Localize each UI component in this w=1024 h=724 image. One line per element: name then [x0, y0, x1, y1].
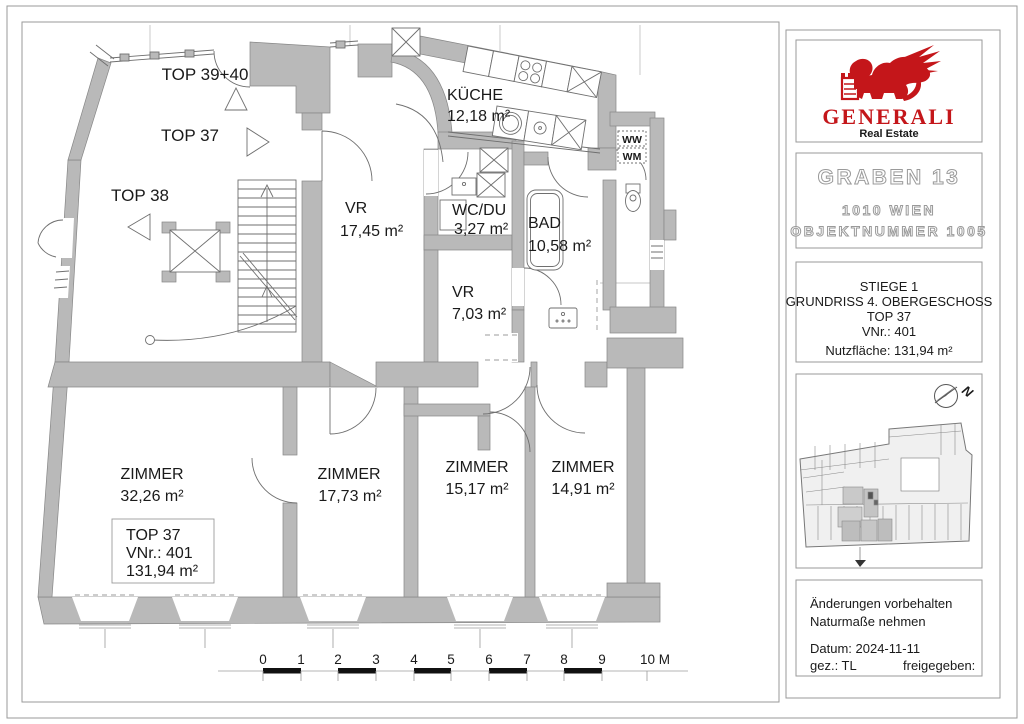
ww-wm-icons	[617, 130, 647, 164]
fixtures	[439, 45, 647, 329]
scale-5: 5	[447, 652, 455, 667]
room-name-vr1: VR	[345, 200, 367, 217]
room-name-vr2: VR	[452, 284, 474, 301]
note-drawn: gez.: TL	[810, 658, 857, 673]
label-top37: TOP 37	[161, 126, 219, 145]
room-area-bad: 10,58 m²	[528, 238, 592, 255]
room-name-zimmer2: ZIMMER	[317, 466, 380, 483]
room-name-bad: BAD	[528, 215, 561, 232]
address-line3: OBJEKTNUMMER 1005	[790, 223, 987, 239]
plan-linework	[37, 27, 663, 504]
plan-labels: TOP 39+40 TOP 37 TOP 38 KÜCHE 12,18 m² V…	[111, 65, 642, 584]
scale-0: 0	[259, 652, 267, 667]
info-vnr: VNr.: 401	[862, 324, 916, 339]
room-area-zimmer3: 15,17 m²	[445, 481, 509, 498]
generali-lion-icon	[840, 45, 941, 101]
sheet-frames	[6, 5, 1018, 719]
window-sills	[79, 624, 598, 648]
address-line1: GRABEN 13	[818, 166, 961, 189]
scale-4: 4	[410, 652, 418, 667]
scale-bar: 0 1 2 3 4 5 6 7 8 9 10 M	[218, 652, 688, 681]
room-area-zimmer2: 17,73 m²	[318, 488, 382, 505]
room-area-vr1: 17,45 m²	[340, 223, 404, 240]
scale-7: 7	[523, 652, 531, 667]
note-date: Datum: 2024-11-11	[810, 641, 920, 656]
sidebar: GENERALI Real Estate GRABEN 13 1010 WIEN…	[786, 39, 993, 677]
info-nutzflaeche: Nutzfläche: 131,94 m²	[825, 343, 953, 358]
info-grundriss: GRUNDRISS 4. OBERGESCHOSS	[786, 294, 993, 309]
scale-1: 1	[297, 652, 305, 667]
room-name-zimmer4: ZIMMER	[551, 459, 614, 476]
note-approved: freigegeben:	[903, 658, 975, 673]
room-name-kueche: KÜCHE	[447, 86, 503, 104]
bathtub-icon	[526, 189, 564, 271]
note-line1: Änderungen vorbehalten	[810, 596, 952, 611]
unit-box-area: 131,94 m²	[126, 563, 199, 580]
scale-2: 2	[334, 652, 342, 667]
address-line2: 1010 WIEN	[842, 202, 936, 218]
dashed-openings	[75, 280, 602, 596]
kitchen-sink-icon	[491, 105, 587, 151]
info-top: TOP 37	[867, 309, 911, 324]
label-ww: WW	[622, 134, 642, 146]
scale-3: 3	[372, 652, 380, 667]
washbasin-icon	[548, 307, 578, 329]
unit-info-box: TOP 37 VNr.: 401 131,94 m²	[111, 518, 215, 584]
wall-openings	[53, 150, 664, 621]
door-direction-markers	[127, 86, 270, 241]
label-top3940: TOP 39+40	[162, 65, 249, 84]
room-area-vr2: 7,03 m²	[452, 306, 507, 323]
notes-box	[795, 579, 983, 677]
info-box	[795, 261, 983, 363]
toilet-icon	[625, 183, 641, 212]
room-area-wcdu: 3,27 m²	[454, 221, 509, 238]
info-stiege: STIEGE 1	[860, 279, 919, 294]
unit-box-vnr: VNr.: 401	[126, 545, 193, 562]
room-area-kueche: 12,18 m²	[447, 108, 511, 125]
shaft-icons	[476, 147, 509, 198]
brand-name: GENERALI	[822, 104, 955, 129]
scale-9: 9	[598, 652, 606, 667]
mini-siteplan	[799, 422, 973, 567]
room-area-zimmer1: 32,26 m²	[120, 488, 184, 505]
scale-6: 6	[485, 652, 493, 667]
unit-box-top: TOP 37	[126, 527, 181, 544]
label-wm: WM	[623, 151, 642, 163]
room-area-zimmer4: 14,91 m²	[551, 481, 615, 498]
brand-sub: Real Estate	[859, 128, 918, 140]
room-name-zimmer1: ZIMMER	[120, 466, 183, 483]
logo-box	[795, 39, 983, 143]
scale-8: 8	[560, 652, 568, 667]
scale-10m: 10 M	[640, 652, 670, 667]
room-name-zimmer3: ZIMMER	[445, 459, 508, 476]
note-line2: Naturmaße nehmen	[810, 614, 926, 629]
sink-icon	[439, 177, 477, 231]
label-top38: TOP 38	[111, 186, 169, 205]
room-name-wcdu: WC/DU	[452, 202, 506, 219]
address-box	[795, 152, 983, 249]
kitchen-counter-icon	[462, 45, 603, 98]
